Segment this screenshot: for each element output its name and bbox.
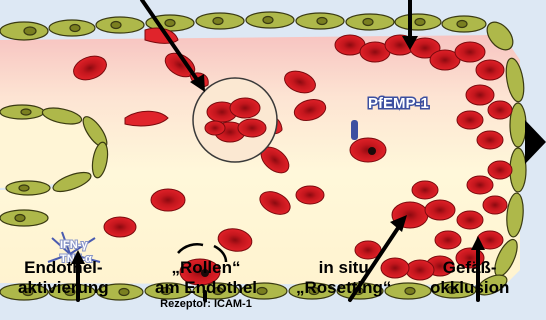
pfemp-label: PfEMP-1 bbox=[368, 95, 429, 112]
ifn-label: IFN-γ bbox=[60, 239, 88, 251]
caption-rollen: „Rollen“ am Endothel Rezeptor: ICAM-1 bbox=[155, 258, 257, 310]
caption-rosetting: in situ „Rosetting“ bbox=[296, 258, 391, 298]
rbc-cluster-inset bbox=[193, 78, 277, 162]
caption-endothel: Endothel- aktivierung bbox=[18, 258, 109, 298]
next-arrow-icon bbox=[525, 120, 546, 164]
caption-okklusion: Gefäß- okklusion bbox=[430, 258, 509, 298]
